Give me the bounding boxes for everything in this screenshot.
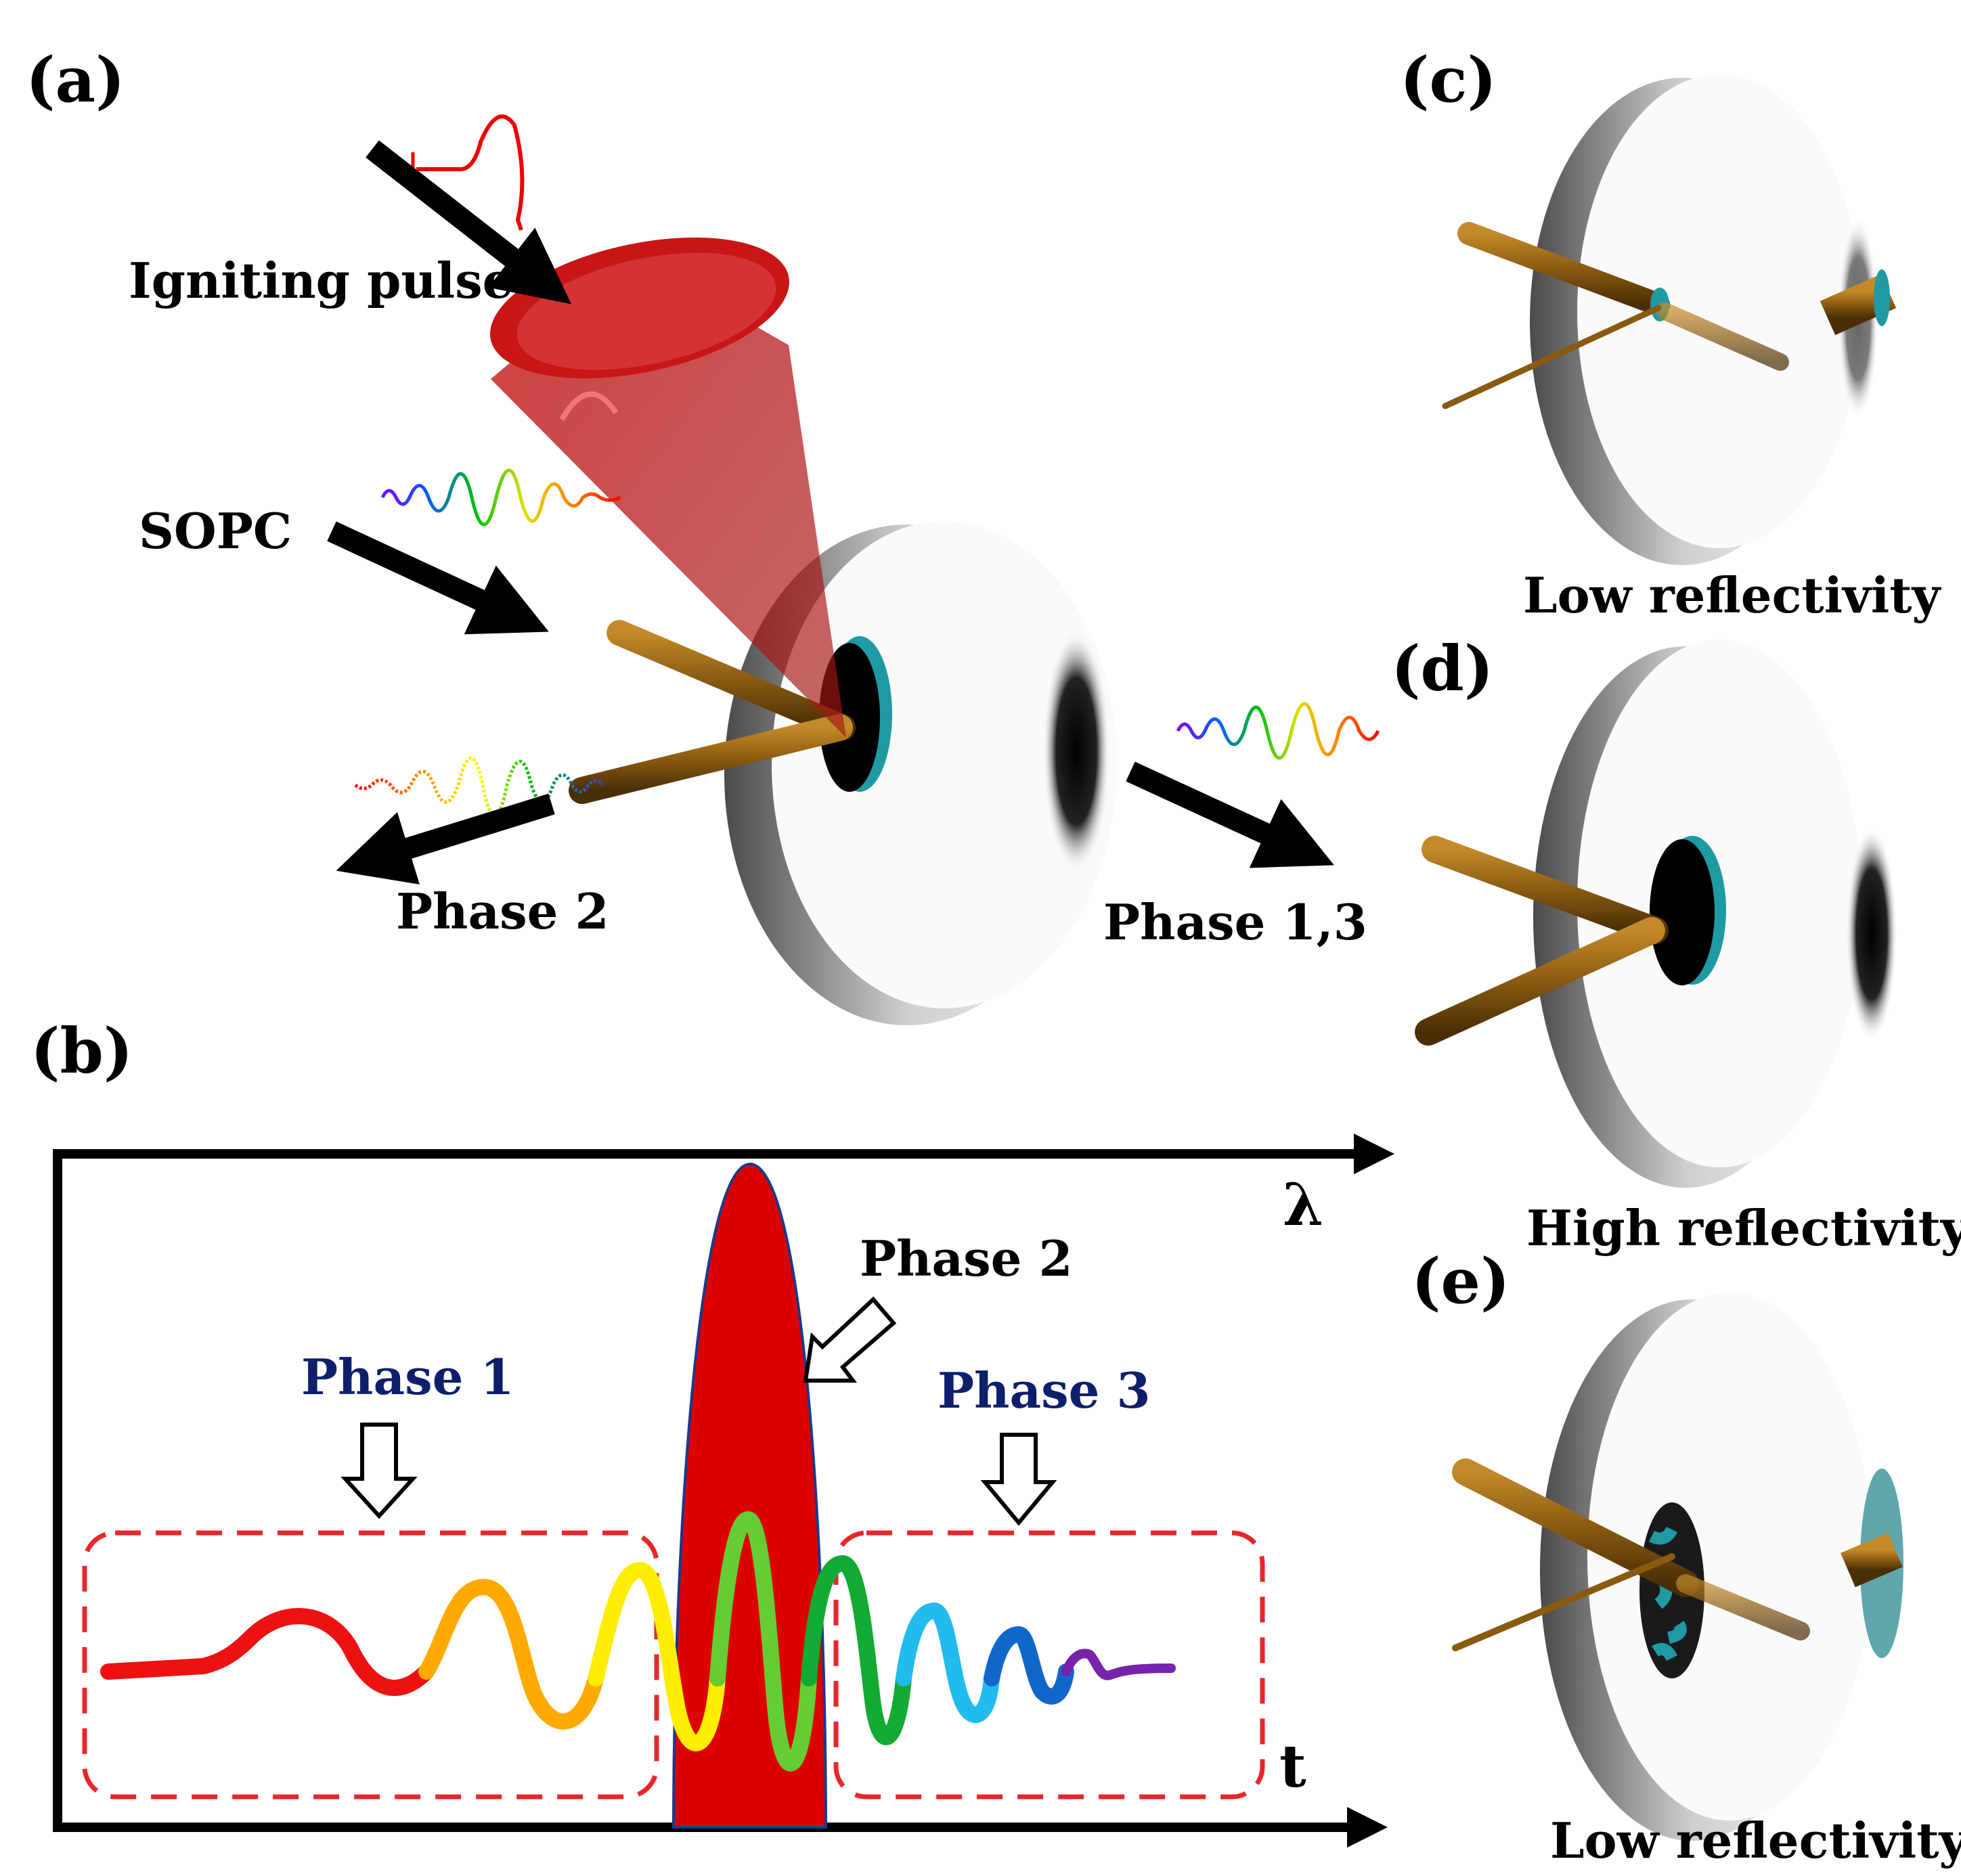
rod-lower-c (1442, 305, 1662, 409)
panel-label-e: (e) (1411, 1245, 1510, 1318)
igniting-pulse-arrow (366, 140, 572, 305)
caption-e: Low reflectivity (1550, 1812, 1961, 1869)
chirped-wave (100, 1511, 1176, 1772)
disk-e (1540, 1293, 1903, 1841)
rod-lower-a (569, 714, 853, 804)
phase1-label: Phase 1 (301, 1348, 514, 1406)
igniting-pulse-icon (416, 114, 525, 231)
rod-lower-d (1415, 917, 1665, 1046)
phase2-label: Phase 2 (860, 1230, 1073, 1287)
dark-spot (1042, 629, 1110, 873)
disk-c (1530, 74, 1897, 565)
time-axis-label: t (1279, 1733, 1306, 1801)
phase2-output-arrow (336, 793, 555, 885)
phase1-arrow (340, 1423, 418, 1519)
sopc-chirp-icon (380, 468, 621, 527)
panel-label-d: (d) (1391, 632, 1493, 705)
caption-c: Low reflectivity (1523, 566, 1941, 624)
phase13-chirp-icon (1176, 702, 1380, 760)
igniting-pulse-label: Igniting pulse (129, 252, 513, 309)
phase2-chirp-icon (354, 756, 604, 818)
sopc-label: SOPC (139, 502, 292, 560)
phase13-output-arrow (1126, 761, 1334, 868)
phase3-label: Phase 3 (938, 1362, 1151, 1419)
sopc-arrow (327, 521, 549, 635)
panel-label-a: (a) (26, 43, 125, 116)
rod-lower-e (1452, 1553, 1675, 1651)
lambda-axis-label: λ (1283, 1171, 1323, 1239)
phase1-box (82, 1530, 659, 1800)
rod-upper-c (1457, 222, 1670, 316)
phase3-box (833, 1530, 1265, 1800)
caption-d: High reflectivity (1526, 1199, 1961, 1257)
laser-cone (490, 237, 846, 738)
phase13-output-label: Phase 1,3 (1103, 893, 1367, 951)
phase2-output-label: Phase 2 (396, 883, 609, 940)
rod-upper-a (607, 620, 856, 740)
rod-upper-d (1422, 836, 1669, 944)
phase3-arrow (980, 1433, 1057, 1526)
panel-label-b: (b) (30, 1014, 133, 1088)
phase2-arrow (803, 1296, 897, 1383)
panel-label-c: (c) (1400, 43, 1497, 116)
